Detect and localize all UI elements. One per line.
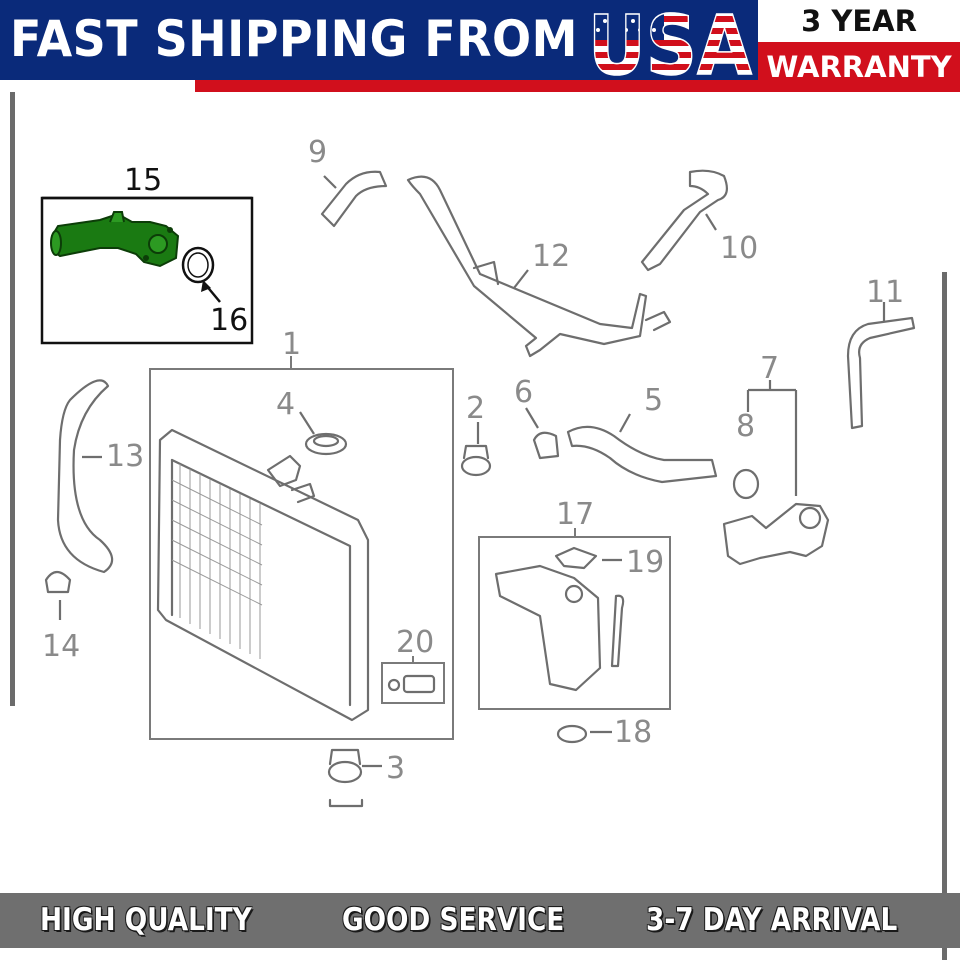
svg-text:17: 17 [556,497,594,532]
svg-text:11: 11 [866,275,904,310]
svg-text:USA: USA [588,4,752,82]
svg-text:3: 3 [386,751,405,786]
svg-text:7: 7 [760,351,779,386]
part-18-grommet [556,724,612,744]
svg-text:18: 18 [614,715,652,750]
part-17-reservoir [494,564,625,692]
right-rule [942,272,947,960]
part-15-water-outlet [50,211,180,268]
svg-text:8: 8 [736,409,755,444]
svg-text:2: 2 [466,391,485,426]
svg-text:9: 9 [308,135,327,170]
svg-text:6: 6 [514,375,533,410]
part-3-mount [327,748,382,808]
warranty-years: 3 YEAR [758,0,960,42]
footer-item-arrival: 3-7 DAY ARRIVAL [646,902,898,938]
svg-text:16: 16 [210,303,248,338]
part-12-pipe [406,175,672,358]
left-rule [10,92,15,706]
warranty-label: WARRANTY [758,42,960,92]
svg-text:13: 13 [106,439,144,474]
svg-text:12: 12 [532,239,570,274]
part-9-hose [320,170,388,228]
part-10-hose [640,169,729,272]
shipping-headline: FAST SHIPPING FROM [10,10,578,68]
footer-bar: HIGH QUALITY GOOD SERVICE 3-7 DAY ARRIVA… [0,893,960,948]
part-14-clamp [44,570,72,620]
svg-text:5: 5 [644,383,663,418]
part-1-box [149,368,454,740]
svg-text:20: 20 [396,625,434,660]
banner-red-stripe [195,80,758,92]
footer-item-quality: HIGH QUALITY [40,902,252,938]
cooling-system-parts-diagram: 15 16 1 4 20 2 [40,135,916,808]
footer-item-service: GOOD SERVICE [342,902,565,938]
part-13-hose [56,379,114,574]
usa-flag-lettering: USA USA [588,4,753,82]
warranty-badge: 3 YEAR WARRANTY [758,0,960,92]
svg-text:1: 1 [282,327,301,362]
svg-text:14: 14 [42,629,80,664]
part-4-radiator-cap [299,411,348,456]
part-6-clamp [525,407,560,460]
svg-text:4: 4 [276,387,295,422]
part-20-drain-plug [387,674,436,694]
svg-text:10: 10 [720,231,758,266]
part-1-radiator [156,428,370,722]
part-16-o-ring [181,246,221,303]
part-8-gasket [732,468,760,500]
part-2-mount [460,422,492,477]
part-7-thermostat-housing [722,380,830,566]
top-banner: FAST SHIPPING FROM USA USA 3 YEAR WARRAN… [0,0,960,92]
part-19-cap [554,546,622,570]
svg-text:15: 15 [124,163,162,198]
svg-text:19: 19 [626,545,664,580]
part-5-hose [566,413,718,484]
part-11-hose [846,302,916,430]
